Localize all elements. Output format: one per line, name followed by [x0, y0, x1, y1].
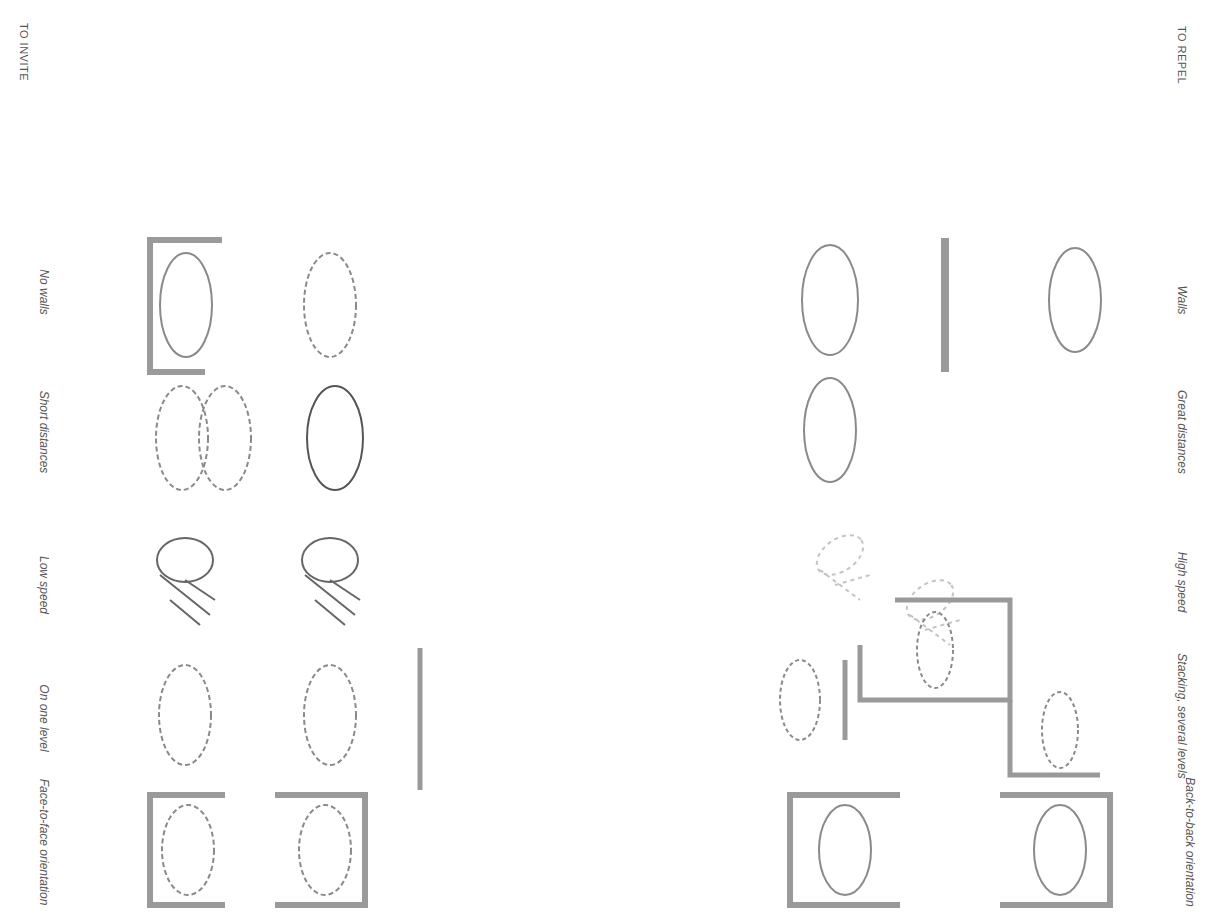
column-heading: TO INVITE	[17, 23, 31, 81]
stair-levels	[860, 600, 1010, 700]
wall-bracket	[150, 240, 222, 372]
person-figure	[780, 660, 820, 740]
row-label: On one level	[37, 684, 51, 751]
column-heading: TO REPEL	[1175, 26, 1189, 84]
person-figure	[199, 386, 251, 490]
person-figure	[804, 378, 856, 482]
row-label: Walls	[1175, 285, 1189, 314]
row-label: Back-to-back orientation	[1183, 777, 1197, 906]
row-label: High speed	[1175, 552, 1189, 613]
row-label: Face-to-face orientation	[37, 779, 51, 906]
person-figure	[304, 665, 356, 765]
wall	[941, 238, 949, 372]
row-label: Low speed	[37, 556, 51, 614]
fast-figure	[810, 527, 961, 645]
wall-bracket	[1000, 795, 1110, 905]
wall-bracket	[150, 795, 225, 905]
person-figure	[802, 245, 858, 355]
person-figure	[1034, 805, 1086, 895]
row-label: Great distances	[1175, 390, 1189, 474]
person-figure	[304, 253, 356, 357]
row-label: No walls	[37, 269, 51, 314]
person-figure	[162, 805, 214, 895]
floor-level	[843, 660, 848, 740]
person-figure	[160, 253, 212, 357]
person-figure	[156, 386, 208, 490]
person-figure	[917, 612, 953, 688]
person-figure	[819, 805, 871, 895]
row-label: Short distances	[37, 391, 51, 474]
ground-level	[418, 648, 423, 790]
person-figure	[1049, 248, 1101, 352]
wall-bracket	[790, 795, 900, 905]
wall-bracket	[275, 795, 365, 905]
person-figure	[307, 386, 363, 490]
person-figure	[159, 665, 211, 765]
stair-levels	[1010, 700, 1100, 775]
row-label: Stacking, several levels	[1175, 653, 1189, 778]
person-figure	[299, 805, 351, 895]
person-figure	[1042, 692, 1078, 768]
walking-figure	[157, 538, 360, 625]
